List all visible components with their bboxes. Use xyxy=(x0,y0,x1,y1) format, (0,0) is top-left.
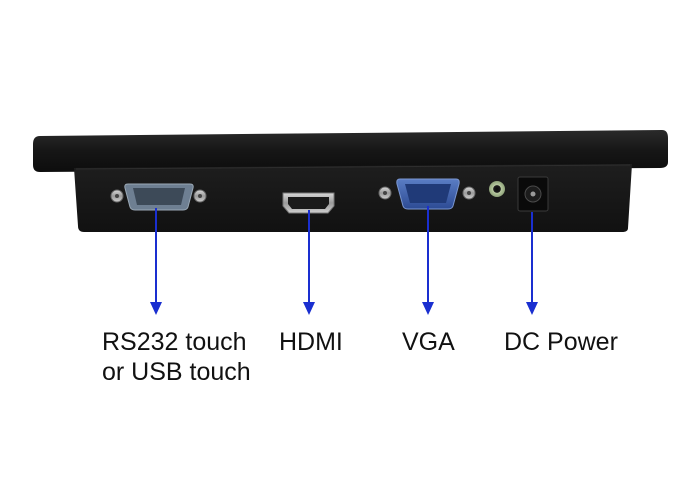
rs232-label: RS232 touch or USB touch xyxy=(102,327,251,387)
dc-jack-icon xyxy=(517,176,549,212)
rs232-label-line1: RS232 touch xyxy=(102,328,247,356)
vga-port-icon xyxy=(378,178,476,210)
hdmi-label: HDMI xyxy=(279,328,343,356)
rs232-label-line2: or USB touch xyxy=(102,358,251,386)
hdmi-port-icon xyxy=(282,192,335,214)
audio-jack-icon xyxy=(489,181,505,197)
dc-power-label: DC Power xyxy=(504,328,618,356)
vga-label: VGA xyxy=(402,328,455,356)
monitor-body xyxy=(33,130,668,232)
arrow-down-icon xyxy=(150,206,538,315)
serial-port-icon xyxy=(110,183,207,211)
